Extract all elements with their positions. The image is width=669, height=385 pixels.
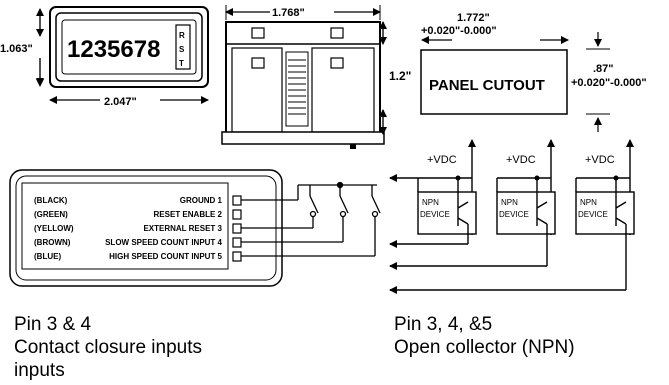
cutout-width-dim: 1.772": [457, 12, 490, 24]
vdc-label-3: +VDC: [585, 154, 615, 166]
reset-button: [175, 24, 191, 70]
pin1-terminal: [232, 195, 242, 206]
npn2-line1: NPN: [501, 198, 518, 207]
vdc-label-1: +VDC: [427, 154, 457, 166]
contact-switches: [241, 181, 381, 257]
pin3-name: EXTERNAL RESET 3: [143, 224, 222, 233]
pin5-terminal: [232, 251, 242, 262]
side-letter-r: R: [179, 31, 185, 40]
pin5-name: HIGH SPEED COUNT INPUT 5: [109, 252, 222, 261]
pin2-terminal: [232, 209, 242, 220]
panel-cutout: 1.772" +0.020"-0.000" PANEL CUTOUT .87" …: [420, 12, 647, 132]
pin3-terminal: [232, 223, 242, 234]
side-view: 1.768" 1.2": [221, 5, 411, 149]
npn3-line2: DEVICE: [578, 210, 608, 219]
side-width-dim: 1.768": [272, 7, 305, 19]
npn1-line1: NPN: [422, 198, 439, 207]
pin4-terminal: [232, 237, 242, 248]
front-height-dim: 1.063": [0, 43, 33, 55]
npn-device-3: [575, 191, 635, 235]
side-height-dim: 1.2": [389, 69, 411, 83]
side-letter-s: S: [179, 45, 185, 54]
npn-caption-line1: Pin 3, 4, &5: [394, 314, 493, 335]
npn2-line2: DEVICE: [499, 210, 529, 219]
contact-caption-line3: inputs: [14, 360, 65, 381]
contact-caption-line2: Contact closure inputs: [14, 337, 202, 358]
cutout-label: PANEL CUTOUT: [429, 77, 545, 94]
pin-block: (BLACK) (GREEN) (YELLOW) (BROWN) (BLUE) …: [9, 169, 283, 287]
contact-caption-line1: Pin 3 & 4: [14, 314, 92, 335]
npn3-line1: NPN: [580, 198, 597, 207]
npn-device-1: [417, 191, 477, 235]
cutout-height-dim: .87": [593, 63, 614, 75]
front-width-dim: 2.047": [104, 96, 137, 108]
front-view: 1235678 R S T 1.063" 2.047": [0, 6, 209, 108]
npn-device-2: [496, 191, 556, 235]
cutout-rectangle: [420, 49, 568, 115]
side-letter-t: T: [179, 59, 184, 68]
npn-section: +VDC +VDC +VDC: [389, 139, 635, 294]
vdc-label-2: +VDC: [506, 154, 536, 166]
pin4-color: (BROWN): [34, 238, 71, 247]
npn1-line2: DEVICE: [420, 210, 450, 219]
pin1-color: (BLACK): [34, 196, 68, 205]
pin4-name: SLOW SPEED COUNT INPUT 4: [105, 238, 222, 247]
cutout-height-tol: +0.020"-0.000": [571, 77, 647, 89]
pin1-name: GROUND 1: [180, 196, 223, 205]
pin5-color: (BLUE): [34, 252, 61, 261]
cutout-width-tol: +0.020"-0.000": [421, 25, 497, 37]
pin2-color: (GREEN): [34, 210, 68, 219]
counter-housing-side: [225, 21, 381, 137]
counter-display-value: 1235678: [67, 36, 160, 63]
pin2-name: RESET ENABLE 2: [154, 210, 223, 219]
npn-caption-line2: Open collector (NPN): [394, 337, 575, 358]
counter-bezel: [49, 6, 209, 88]
pin3-color: (YELLOW): [34, 224, 74, 233]
